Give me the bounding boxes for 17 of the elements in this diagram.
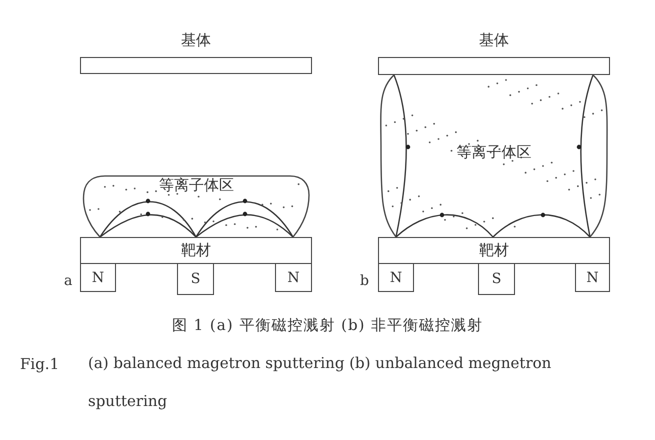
- magnet-block: S: [478, 263, 515, 295]
- panel-letter: b: [360, 273, 369, 289]
- magnet-block: N: [575, 263, 610, 292]
- panel-letter: a: [64, 273, 72, 289]
- figure-number: Fig.1: [20, 355, 60, 373]
- region-label: 等离子体区: [456, 143, 532, 162]
- target-plate: 靶材: [80, 237, 312, 264]
- magnet-block: N: [378, 263, 414, 292]
- magnet-block: N: [275, 263, 312, 292]
- target-plate: 靶材: [378, 237, 610, 264]
- figure-caption: 图 1 (a) 平衡磁控溅射 (b) 非平衡磁控溅射: [170, 316, 484, 335]
- region-label: 等离子体区: [159, 176, 234, 195]
- magnet-block: S: [177, 263, 214, 295]
- figure-caption: (a) balanced magetron sputtering (b) unbalanced megnetron sputtering: [88, 353, 552, 412]
- plate-label: 基体: [181, 31, 211, 50]
- magnet-block: N: [80, 263, 116, 292]
- plate-label: 基体: [479, 31, 509, 50]
